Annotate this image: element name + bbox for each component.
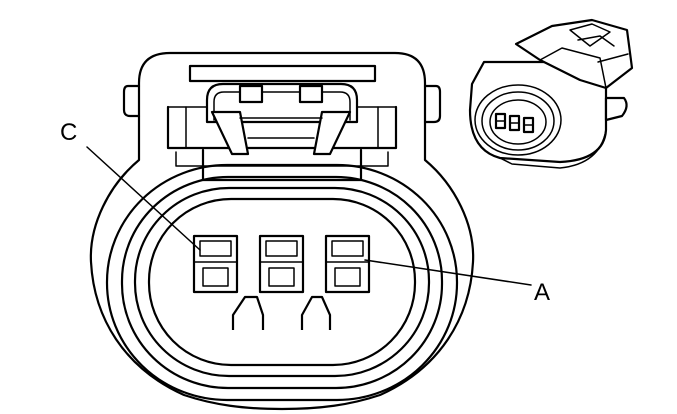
- connector-perspective-view: [468, 18, 634, 169]
- connector-face-view: [89, 51, 475, 411]
- key-rib-right: [300, 295, 332, 330]
- cavity-wall: [147, 197, 417, 367]
- label-pin-c: C: [60, 119, 77, 146]
- seal-ring-2: [120, 175, 444, 390]
- label-pin-a: A: [534, 279, 550, 306]
- seal-ring-1: [105, 163, 459, 402]
- leader-line-c: [86, 146, 201, 251]
- leader-line-a: [364, 259, 532, 286]
- outer-housing: [89, 51, 475, 411]
- right-ear: [423, 84, 442, 124]
- left-ear: [122, 84, 141, 118]
- key-rib-left: [231, 295, 265, 330]
- terminal-b: [258, 234, 305, 294]
- lock-mechanism: [166, 64, 398, 182]
- terminal-a: [324, 234, 371, 294]
- terminal-c: [192, 234, 239, 294]
- seal-ring-3: [133, 186, 431, 378]
